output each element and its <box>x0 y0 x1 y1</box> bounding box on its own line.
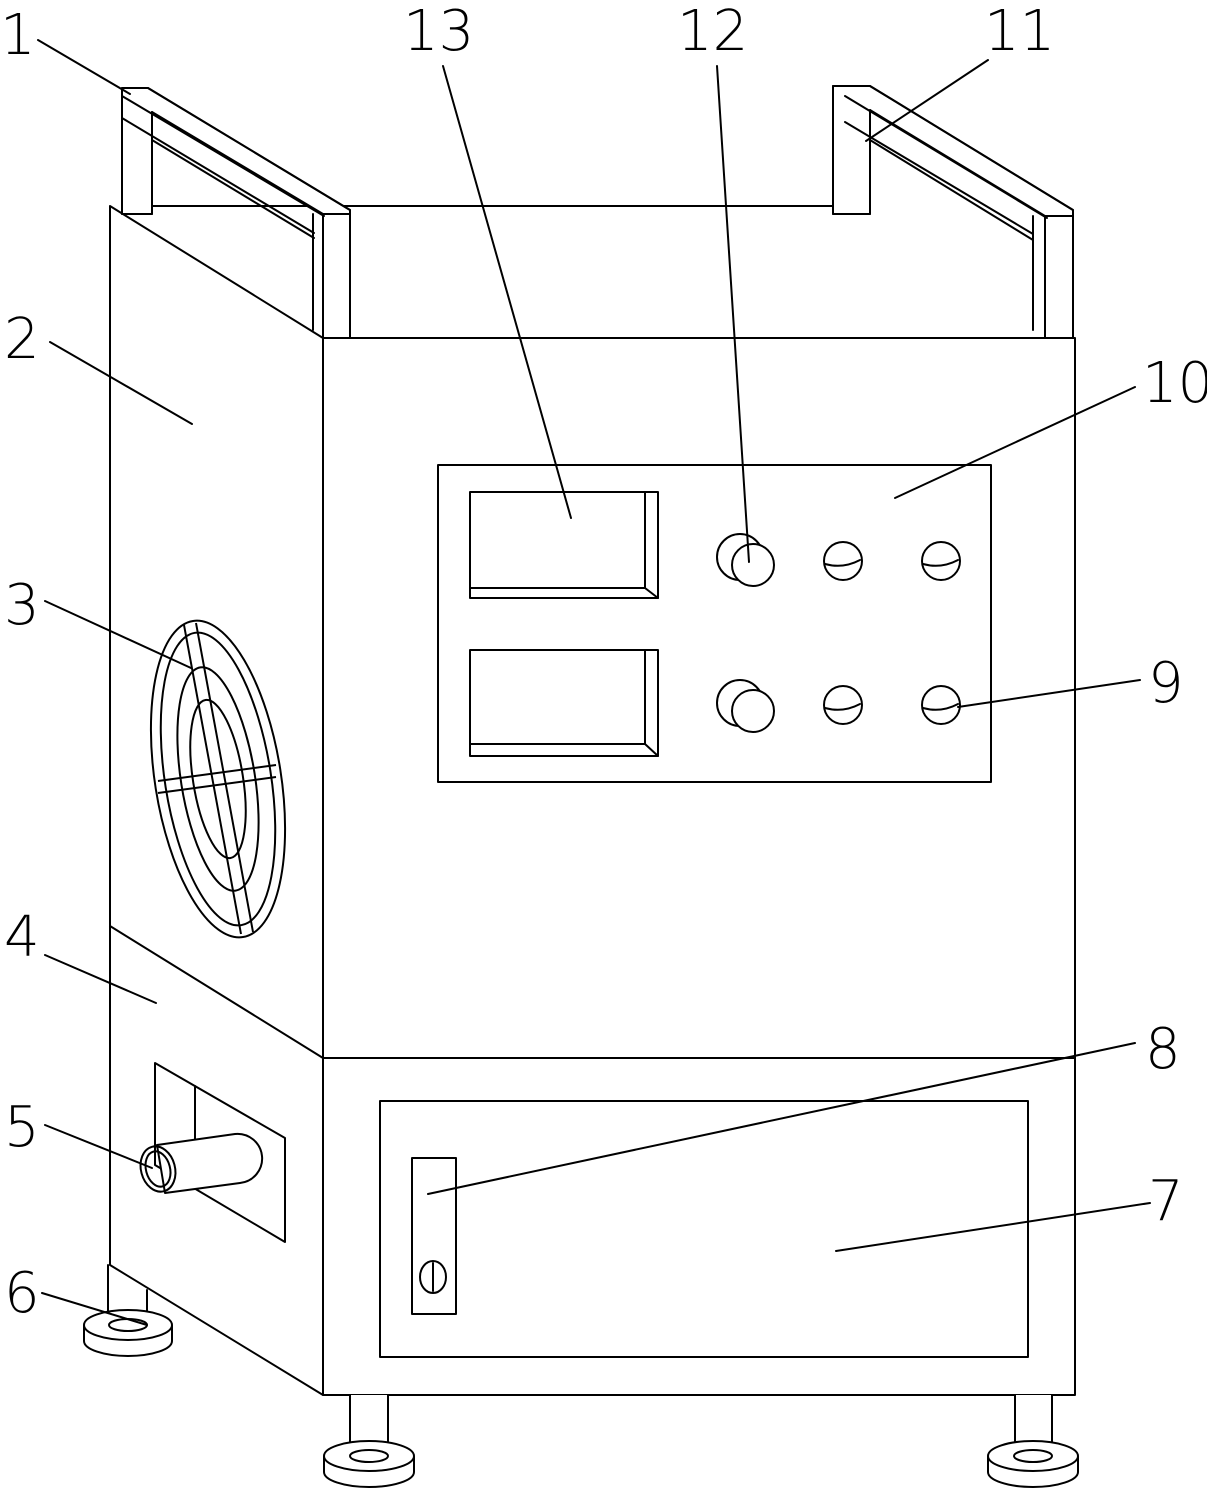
knob-bottom <box>716 679 775 733</box>
label-5: 5 <box>4 1095 40 1160</box>
label-1: 1 <box>0 3 36 68</box>
label-13: 13 <box>403 0 474 64</box>
door-lock <box>411 1157 457 1315</box>
fan-grille <box>149 619 287 939</box>
reference-numerals: 1 2 3 4 5 6 7 8 9 10 11 12 13 <box>0 0 1207 1326</box>
label-3: 3 <box>4 573 40 638</box>
label-11: 11 <box>984 0 1055 64</box>
handle-right <box>832 85 1074 339</box>
control-panel <box>437 464 992 783</box>
label-4: 4 <box>4 905 40 970</box>
display-screen-top <box>469 491 659 599</box>
display-screen-bottom <box>469 649 659 757</box>
label-10: 10 <box>1142 351 1207 416</box>
label-7: 7 <box>1148 1169 1184 1234</box>
indicator-lights <box>823 541 961 725</box>
knob-top <box>716 533 775 587</box>
front-face <box>322 337 1076 1396</box>
label-9: 9 <box>1148 651 1184 716</box>
label-2: 2 <box>4 307 40 372</box>
handle-left <box>121 87 351 339</box>
label-8: 8 <box>1145 1017 1181 1082</box>
foot-front-right <box>987 1395 1079 1488</box>
air-outlet <box>139 1062 286 1243</box>
leader-lines <box>37 39 1151 1326</box>
side-upper-panel <box>109 205 324 1396</box>
label-12: 12 <box>677 0 748 64</box>
label-6: 6 <box>4 1261 40 1326</box>
foot-front-left <box>323 1395 415 1488</box>
foot-back-left <box>83 1264 173 1357</box>
cabinet-door <box>379 1100 1029 1358</box>
